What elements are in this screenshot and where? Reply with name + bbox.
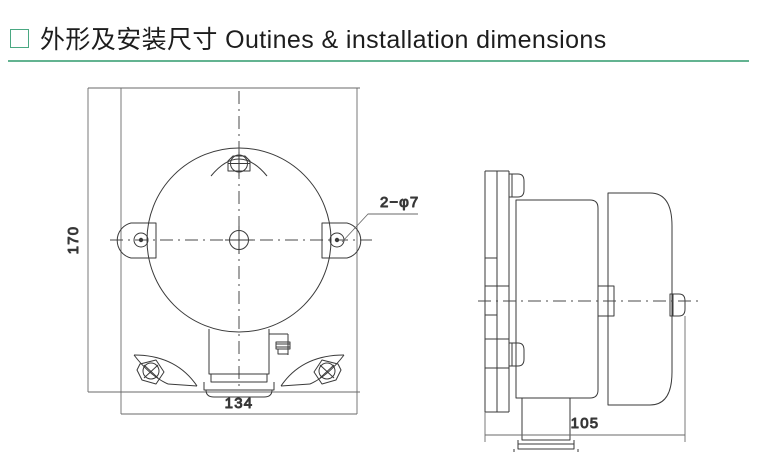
drawing-canvas: 170 134 xyxy=(65,87,700,452)
housing-body-side xyxy=(515,199,599,399)
flange-bolt-top xyxy=(508,173,525,198)
mounting-flange-plate xyxy=(484,170,510,413)
protective-dome xyxy=(607,192,673,406)
cable-gland-front xyxy=(203,329,275,398)
center-boss xyxy=(225,226,253,254)
mounting-lug-left xyxy=(116,222,157,259)
header-divider xyxy=(8,60,749,62)
technical-drawing: 170 134 xyxy=(0,66,757,452)
side-view-dimension-frame xyxy=(484,316,686,442)
front-view: 170 134 xyxy=(65,87,419,415)
header-row: 外形及安装尺寸 Outines & installation dimension… xyxy=(10,20,607,56)
mounting-boss-top xyxy=(210,152,268,177)
dimension-label-134: 134 xyxy=(225,395,254,412)
centerlines xyxy=(110,91,372,386)
terminal-nub-front xyxy=(269,333,291,355)
cable-gland-side xyxy=(513,398,579,452)
side-view: 105 xyxy=(478,170,700,452)
page-title: 外形及安装尺寸 Outines & installation dimension… xyxy=(40,26,607,54)
dimension-label-170: 170 xyxy=(65,226,82,255)
flange-bolt-bottom xyxy=(508,342,525,367)
mounting-boss-bottom-left xyxy=(133,354,198,387)
section-header: 外形及安装尺寸 Outines & installation dimension… xyxy=(0,0,757,66)
mounting-boss-bottom-right xyxy=(280,354,345,387)
dimension-label-105: 105 xyxy=(571,415,600,432)
hole-callout-label: 2−φ7 xyxy=(380,194,419,211)
hole-callout-leader xyxy=(341,213,418,243)
dome-tip-cap xyxy=(669,293,686,317)
square-outline-icon xyxy=(10,28,29,48)
